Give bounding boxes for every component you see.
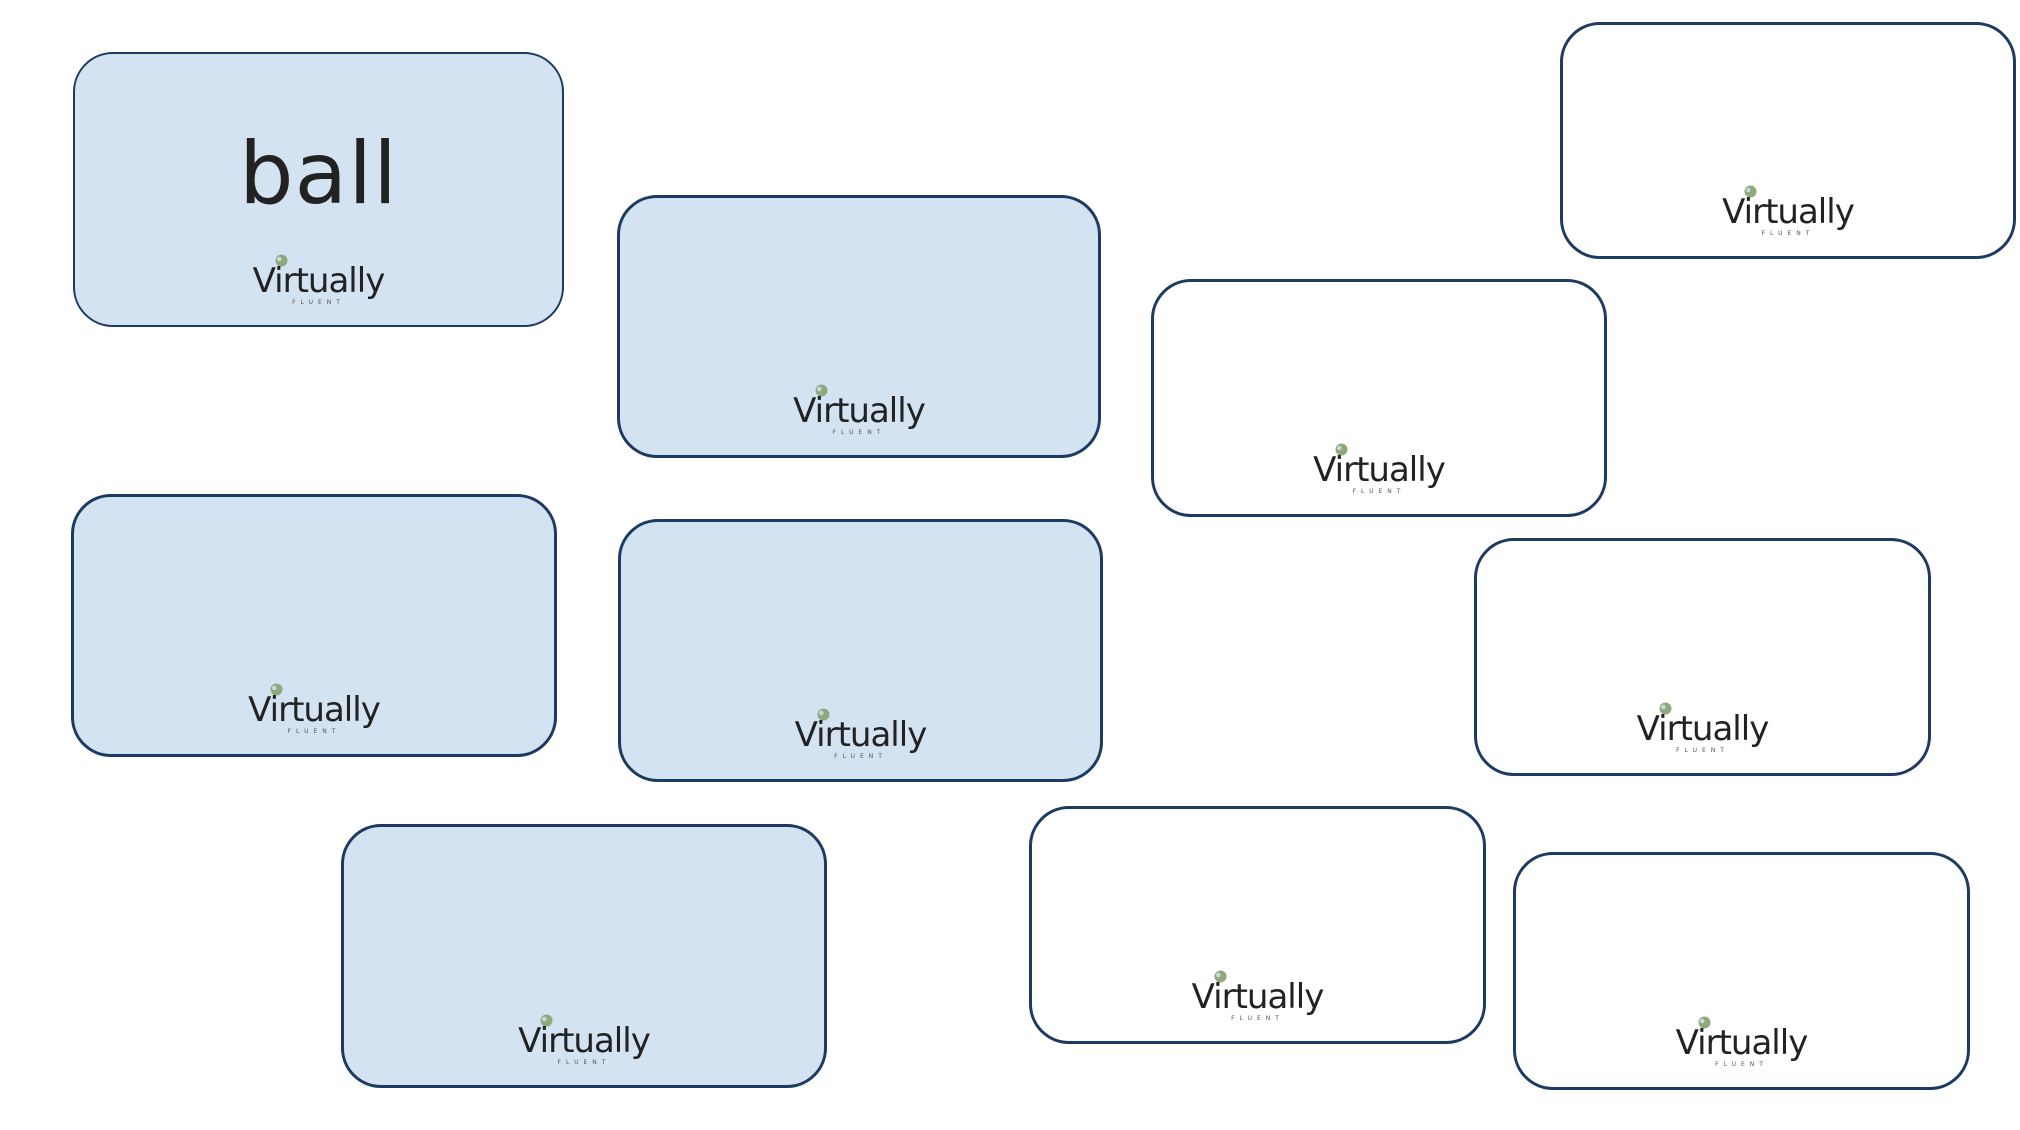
logo-wordmark: Virtually xyxy=(518,1021,651,1061)
globe-icon xyxy=(540,1014,553,1027)
card-6[interactable]: Virtually FLUENT xyxy=(618,519,1103,782)
card-4[interactable]: Virtually FLUENT xyxy=(1560,22,2016,259)
logo-wordmark: Virtually xyxy=(252,261,386,301)
logo-subtitle: FLUENT xyxy=(1231,1015,1284,1022)
card-10[interactable]: Virtually FLUENT xyxy=(1513,852,1970,1090)
logo-subtitle: FLUENT xyxy=(832,429,886,436)
card-word: ball xyxy=(238,124,399,224)
globe-icon xyxy=(1659,702,1671,715)
logo-subtitle: FLUENT xyxy=(1676,747,1729,754)
logo-subtitle: FLUENT xyxy=(1715,1061,1768,1068)
virtually-fluent-logo: Virtually FLUENT xyxy=(509,1013,659,1069)
logo-wordmark: Virtually xyxy=(1313,450,1446,490)
virtually-fluent-logo: Virtually FLUENT xyxy=(1713,184,1863,240)
globe-icon xyxy=(270,683,283,696)
globe-icon xyxy=(1744,185,1757,198)
card-1-revealed[interactable]: ball Virtually FLUENT xyxy=(73,52,564,327)
virtually-fluent-logo: Virtually FLUENT xyxy=(1304,442,1454,498)
logo-wordmark: Virtually xyxy=(1675,1023,1809,1063)
card-2[interactable]: Virtually FLUENT xyxy=(617,195,1101,458)
logo-wordmark: Virtually xyxy=(248,690,381,730)
globe-icon xyxy=(815,384,828,397)
card-8[interactable]: Virtually FLUENT xyxy=(341,824,827,1088)
logo-subtitle: FLUENT xyxy=(292,299,345,306)
logo-wordmark: Virtually xyxy=(793,391,926,431)
virtually-fluent-logo: Virtually FLUENT xyxy=(1667,1015,1817,1071)
globe-icon xyxy=(1698,1016,1710,1029)
virtually-fluent-logo: Virtually FLUENT xyxy=(239,682,389,738)
virtually-fluent-logo: Virtually FLUENT xyxy=(1183,969,1333,1025)
virtually-fluent-logo: Virtually FLUENT xyxy=(786,707,936,763)
logo-subtitle: FLUENT xyxy=(1761,230,1815,237)
globe-icon xyxy=(817,708,829,721)
logo-wordmark: Virtually xyxy=(1636,709,1770,749)
logo-wordmark: Virtually xyxy=(794,715,928,755)
virtually-fluent-logo: Virtually FLUENT xyxy=(1628,701,1778,757)
card-5[interactable]: Virtually FLUENT xyxy=(71,494,557,757)
globe-icon xyxy=(1214,970,1226,983)
card-7[interactable]: Virtually FLUENT xyxy=(1474,538,1931,776)
logo-subtitle: FLUENT xyxy=(834,753,887,760)
virtually-fluent-logo: Virtually FLUENT xyxy=(784,383,934,439)
globe-icon xyxy=(275,254,287,267)
card-3[interactable]: Virtually FLUENT xyxy=(1151,279,1607,517)
logo-wordmark: Virtually xyxy=(1722,192,1855,232)
logo-subtitle: FLUENT xyxy=(287,728,341,735)
card-9[interactable]: Virtually FLUENT xyxy=(1029,806,1486,1044)
logo-subtitle: FLUENT xyxy=(1352,488,1406,495)
virtually-fluent-logo: Virtually FLUENT xyxy=(244,253,394,309)
globe-icon xyxy=(1335,443,1348,456)
logo-wordmark: Virtually xyxy=(1191,977,1325,1017)
logo-subtitle: FLUENT xyxy=(557,1059,611,1066)
